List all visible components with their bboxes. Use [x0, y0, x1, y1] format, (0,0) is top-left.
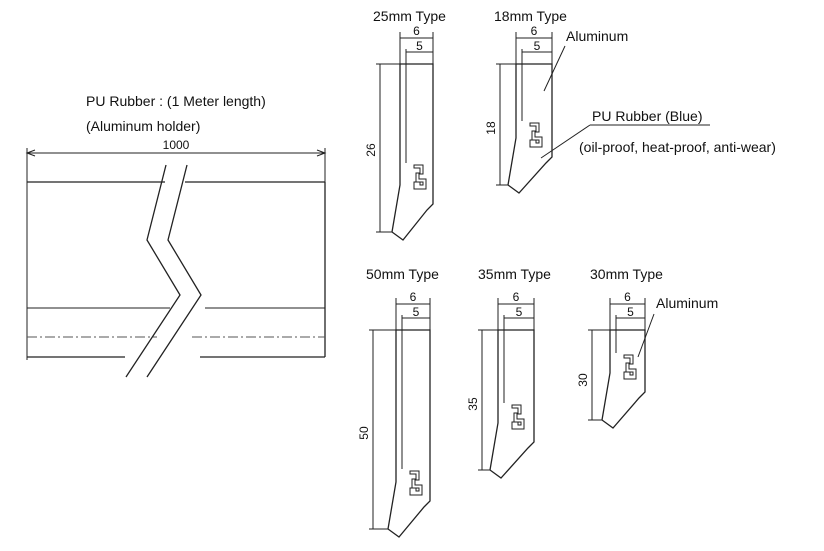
profile-outline — [601, 329, 646, 429]
height-label: 26 — [364, 143, 378, 157]
profile-type-label: 18mm Type — [494, 8, 567, 24]
height-label: 18 — [484, 121, 498, 135]
width-label-outer: 6 — [410, 290, 417, 304]
callout-aluminum-30mm: Aluminum — [656, 295, 718, 311]
profile-3: 50mm Type 65 50 — [357, 266, 439, 538]
height-label: 35 — [466, 397, 480, 411]
profile-outline — [489, 329, 535, 479]
callout-pu-properties: (oil-proof, heat-proof, anti-wear) — [579, 139, 776, 155]
profile-outline — [391, 63, 434, 241]
width-label-inner: 5 — [534, 39, 541, 53]
profile-type-label: 50mm Type — [366, 266, 439, 282]
aluminum-key-slot — [413, 164, 427, 190]
callout-aluminum-18mm: Aluminum — [566, 28, 628, 44]
aluminum-key-slot — [623, 354, 637, 380]
strip-overview: PU Rubber : (1 Meter length) (Aluminum h… — [25, 93, 327, 378]
leader-pu-rubber — [540, 124, 591, 159]
callout-pu-rubber: PU Rubber (Blue) — [592, 108, 703, 124]
aluminum-key-slot — [529, 122, 543, 148]
length-dimension: 1000 — [25, 138, 327, 360]
profile-5: 30mm Type 65 30 — [576, 266, 663, 429]
width-label-outer: 6 — [624, 290, 631, 304]
overview-subtitle: (Aluminum holder) — [86, 118, 200, 134]
height-label: 30 — [576, 373, 590, 387]
width-label-inner: 5 — [413, 305, 420, 319]
width-label-outer: 6 — [531, 24, 538, 38]
width-label-outer: 6 — [513, 290, 520, 304]
profile-4: 35mm Type 65 35 — [466, 266, 551, 479]
width-label-inner: 5 — [416, 39, 423, 53]
strip-body — [27, 181, 326, 358]
aluminum-key-slot — [409, 470, 423, 496]
break-line — [125, 164, 202, 378]
leader-aluminum-18mm — [543, 45, 566, 92]
callouts: Aluminum PU Rubber (Blue) (oil-proof, he… — [540, 28, 776, 358]
overview-title: PU Rubber : (1 Meter length) — [86, 93, 266, 109]
profile-type-label: 35mm Type — [478, 266, 551, 282]
leader-aluminum-30mm — [637, 313, 655, 358]
profile-type-label: 25mm Type — [373, 8, 446, 24]
height-label: 50 — [357, 426, 371, 440]
profile-type-label: 30mm Type — [590, 266, 663, 282]
aluminum-key-slot — [511, 404, 525, 430]
profile-outline — [387, 329, 431, 538]
length-label: 1000 — [163, 138, 190, 152]
width-label-inner: 5 — [516, 305, 523, 319]
width-label-inner: 5 — [627, 305, 634, 319]
width-label-outer: 6 — [413, 24, 420, 38]
profile-outline — [507, 63, 553, 194]
